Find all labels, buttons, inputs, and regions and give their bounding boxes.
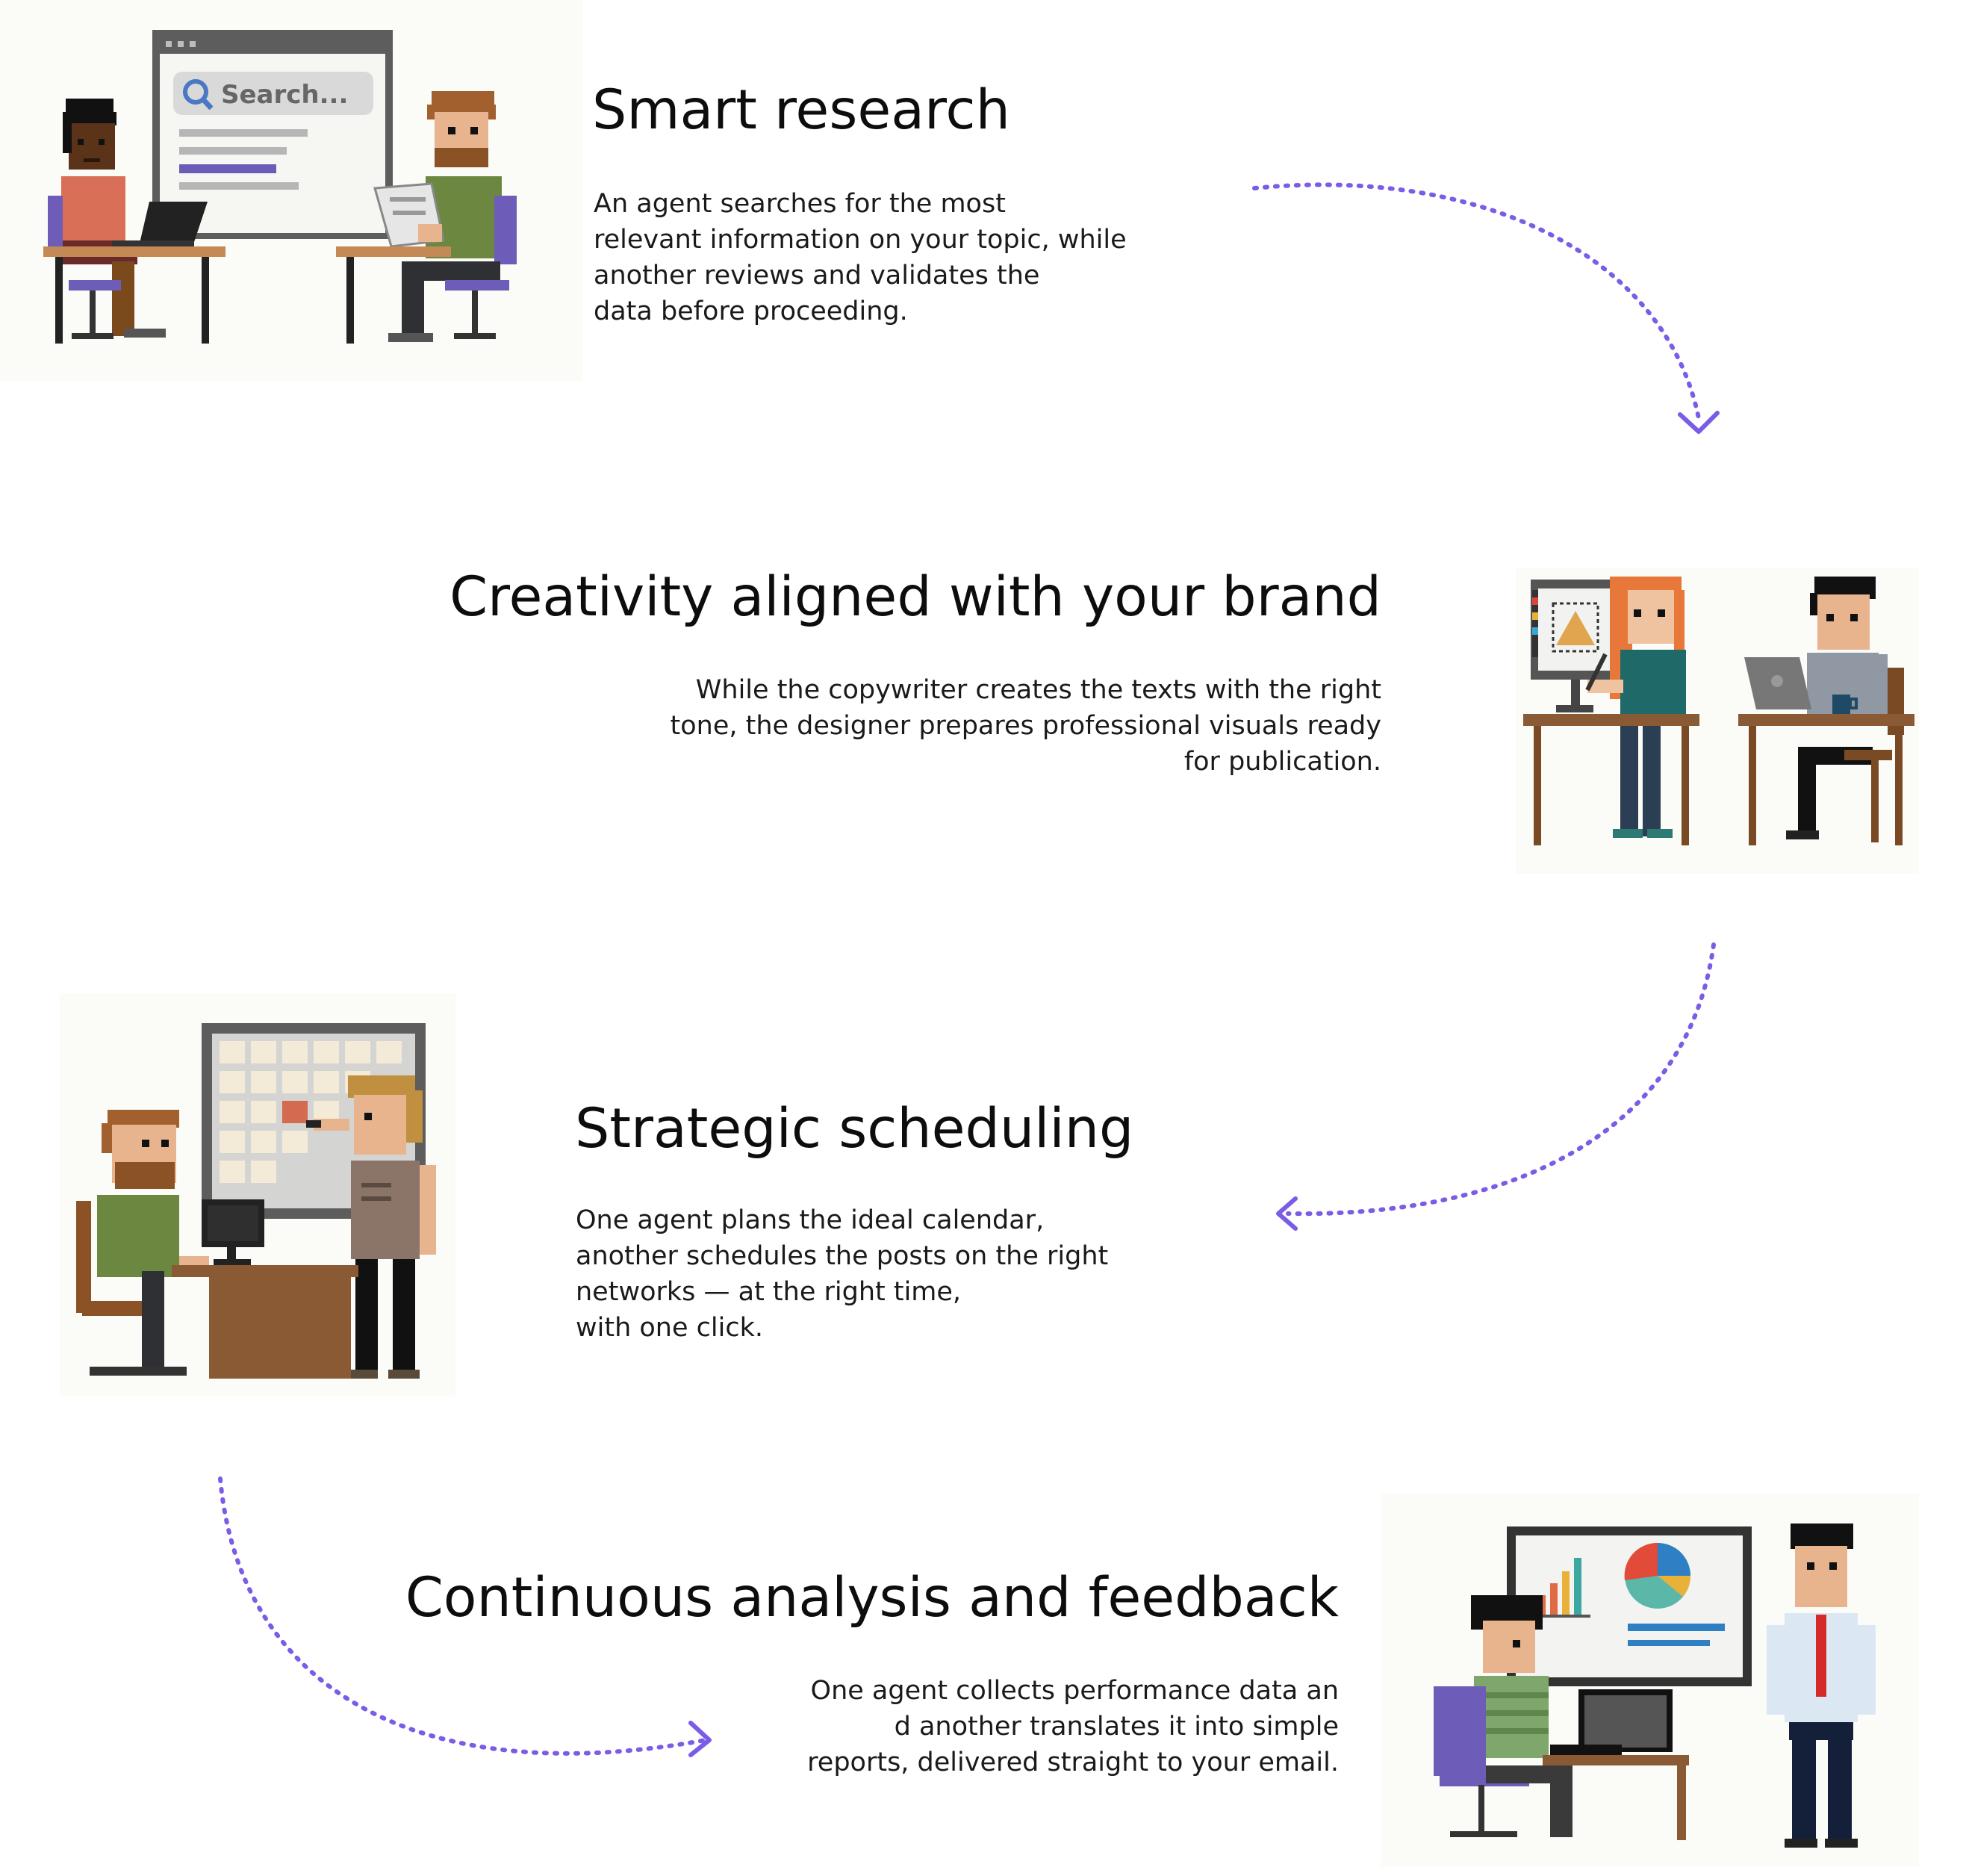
step-description: While the copywriter creates the texts w… (671, 672, 1382, 780)
description-line: networks — at the right time, (576, 1277, 962, 1307)
step-description: One agent collects performance data an d… (807, 1673, 1339, 1780)
analysis-illustration (1381, 1494, 1919, 1867)
description-line: tone, the designer prepares professional… (670, 711, 1382, 741)
description-line: While the copywriter creates the texts w… (695, 675, 1381, 705)
step-description: One agent plans the ideal calendar, anot… (576, 1202, 1108, 1346)
description-line: relevant information on your topic, whil… (594, 225, 1127, 255)
description-line: data before proceeding. (594, 296, 908, 326)
step-creativity: Creativity aligned with your brand While… (0, 523, 1966, 911)
description-line: another schedules the posts on the right (576, 1241, 1109, 1271)
description-line: for publication. (1183, 747, 1381, 777)
description-line: reports, delivered straight to your emai… (807, 1748, 1339, 1777)
description-line: another reviews and validates the (594, 261, 1040, 291)
coffee-mug-icon (1832, 695, 1858, 714)
monitor-icon (1531, 580, 1617, 712)
laptop-icon (112, 202, 208, 248)
search-placeholder: Search... (221, 80, 348, 110)
step-analysis: Continuous analysis and feedback One age… (0, 1486, 1966, 1876)
monitor-icon (202, 1199, 264, 1265)
step-title: Strategic scheduling (575, 1097, 1134, 1161)
description-line: An agent searches for the most (594, 189, 1006, 219)
search-icon (183, 79, 214, 111)
step-scheduling: Strategic scheduling One agent plans the… (0, 993, 1966, 1411)
step-description: An agent searches for the most relevant … (594, 186, 1127, 329)
laptop-icon (1744, 657, 1811, 709)
step-title: Continuous analysis and feedback (405, 1566, 1339, 1630)
laptop-icon (1550, 1689, 1673, 1755)
step-smart-research: Search... (0, 0, 1966, 448)
description-line: with one click. (576, 1313, 763, 1343)
creativity-illustration (1516, 568, 1919, 874)
description-line: One agent plans the ideal calendar, (576, 1205, 1045, 1235)
research-illustration: Search... (0, 0, 582, 381)
stylus-icon (1585, 653, 1608, 692)
step-title: Creativity aligned with your brand (449, 565, 1381, 629)
description-line: One agent collects performance data an (810, 1676, 1339, 1706)
scheduling-illustration (60, 993, 455, 1397)
description-line: d another translates it into simple (894, 1712, 1339, 1742)
pie-chart-icon (1624, 1542, 1690, 1609)
step-title: Smart research (592, 78, 1010, 142)
